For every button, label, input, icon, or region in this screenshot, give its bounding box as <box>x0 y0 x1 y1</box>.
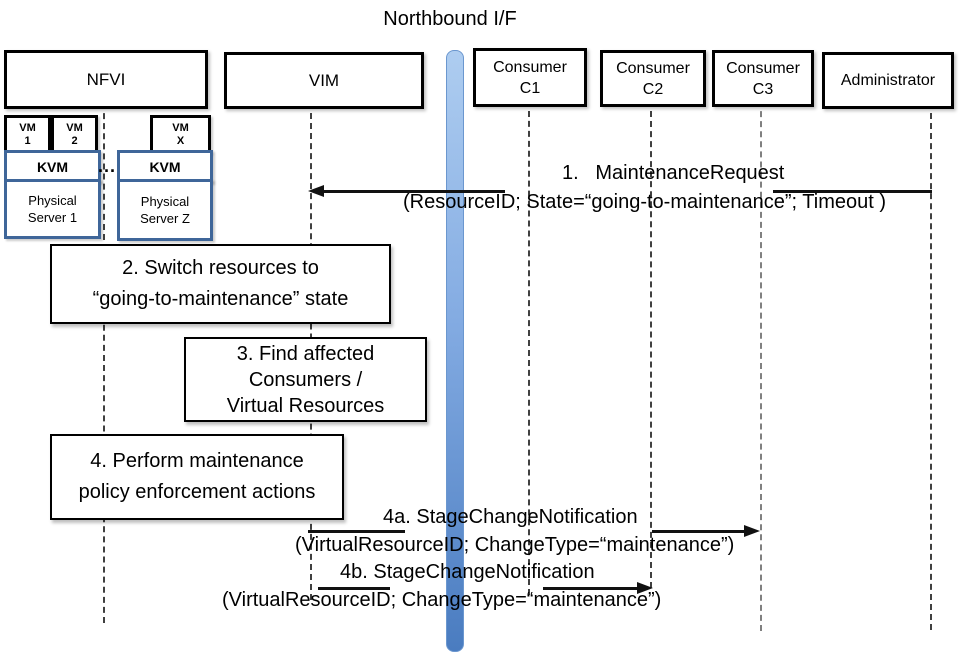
vm-x-label-line2: X <box>176 134 185 147</box>
vm-1-label-line1: VM <box>19 121 36 134</box>
message-4a-line-left-segment <box>308 530 405 533</box>
message-4b-line-right-segment <box>543 587 637 590</box>
physical-server-z-box: Physical Server Z <box>117 179 213 241</box>
message-1-line-left-segment <box>322 190 505 193</box>
actor-label-administrator: Administrator <box>840 72 936 89</box>
message-4b-line-left-segment <box>318 587 390 590</box>
actor-box-consumer-c2: Consumer C2 <box>600 50 706 107</box>
step-3-line1: 3. Find affected <box>236 342 375 365</box>
message-1-arrowhead <box>308 185 324 197</box>
actor-label-consumer-c2-line1: Consumer <box>616 59 690 77</box>
lifeline-nfvi <box>103 103 105 623</box>
actor-label-consumer-c3-line2: C3 <box>752 80 774 98</box>
message-4a-line-right-segment <box>652 530 744 533</box>
physical-server-z-line1: Physical <box>140 194 190 209</box>
lifeline-consumer-c2 <box>650 101 652 588</box>
actor-box-administrator: Administrator <box>822 52 954 109</box>
actor-label-consumer-c1-line1: Consumer <box>493 58 567 76</box>
message-4a-params: (VirtualResourceID; ChangeType=“maintena… <box>295 534 735 556</box>
message-4a-label: 4a. StageChangeNotification <box>383 506 638 528</box>
message-4a-arrowhead <box>744 525 760 537</box>
message-4b-arrowhead <box>637 582 653 594</box>
step-2-line2: “going-to-maintenance” state <box>92 288 349 310</box>
step-3-line2: Consumers / <box>248 368 363 391</box>
kvm-right-label: KVM <box>149 158 181 175</box>
step-3-find-affected-box: 3. Find affected Consumers / Virtual Res… <box>184 337 427 422</box>
vm-2-label-line2: 2 <box>71 134 78 147</box>
physical-server-1-box: Physical Server 1 <box>4 179 101 239</box>
vm-x-label-line1: VM <box>172 121 189 134</box>
actor-label-consumer-c1-line2: C1 <box>519 79 541 97</box>
actor-box-vim: VIM <box>224 52 424 109</box>
vm-x-box: VM X <box>150 115 211 154</box>
message-4b-label: 4b. StageChangeNotification <box>340 561 595 583</box>
vm-1-label-line2: 1 <box>24 134 31 147</box>
vm-2-box: VM 2 <box>51 115 98 154</box>
physical-server-1-line2: Server 1 <box>27 210 78 225</box>
actor-label-nfvi: NFVI <box>86 70 126 89</box>
vm-1-box: VM 1 <box>4 115 51 154</box>
actor-label-consumer-c2-line2: C2 <box>642 80 664 98</box>
actor-box-consumer-c1: Consumer C1 <box>473 48 587 107</box>
actor-box-nfvi: NFVI <box>4 50 208 109</box>
physical-server-1-line1: Physical <box>28 193 77 208</box>
ellipsis-between-servers: ... <box>97 156 116 176</box>
lifeline-administrator <box>930 103 932 630</box>
step-4-line2: policy enforcement actions <box>78 481 316 503</box>
actor-label-vim: VIM <box>308 71 340 90</box>
kvm-left-box: KVM <box>4 150 101 183</box>
message-1-label: 1. MaintenanceRequest <box>562 162 785 184</box>
lifeline-consumer-c1 <box>528 101 530 595</box>
kvm-left-label: KVM <box>36 158 69 175</box>
actor-box-consumer-c3: Consumer C3 <box>712 50 814 107</box>
kvm-right-box: KVM <box>117 150 213 183</box>
message-4b-params: (VirtualResourceID; ChangeType=“maintena… <box>222 589 662 611</box>
vm-2-label-line1: VM <box>66 121 83 134</box>
actor-label-consumer-c3-line1: Consumer <box>726 59 800 77</box>
step-4-perform-maintenance-box: 4. Perform maintenance policy enforcemen… <box>50 434 344 520</box>
lifeline-consumer-c3 <box>760 101 762 631</box>
message-1-line-right-segment <box>773 190 932 193</box>
northbound-interface-bar <box>446 50 464 652</box>
step-2-switch-resources-box: 2. Switch resources to “going-to-mainten… <box>50 244 391 324</box>
diagram-title: Northbound I/F <box>383 8 517 30</box>
physical-server-z-line2: Server Z <box>140 211 190 226</box>
step-4-line1: 4. Perform maintenance <box>90 450 304 472</box>
message-1-params: (ResourceID; State=“going-to-maintenance… <box>403 191 886 213</box>
step-3-line3: Virtual Resources <box>226 394 385 417</box>
step-2-line1: 2. Switch resources to <box>122 257 319 279</box>
